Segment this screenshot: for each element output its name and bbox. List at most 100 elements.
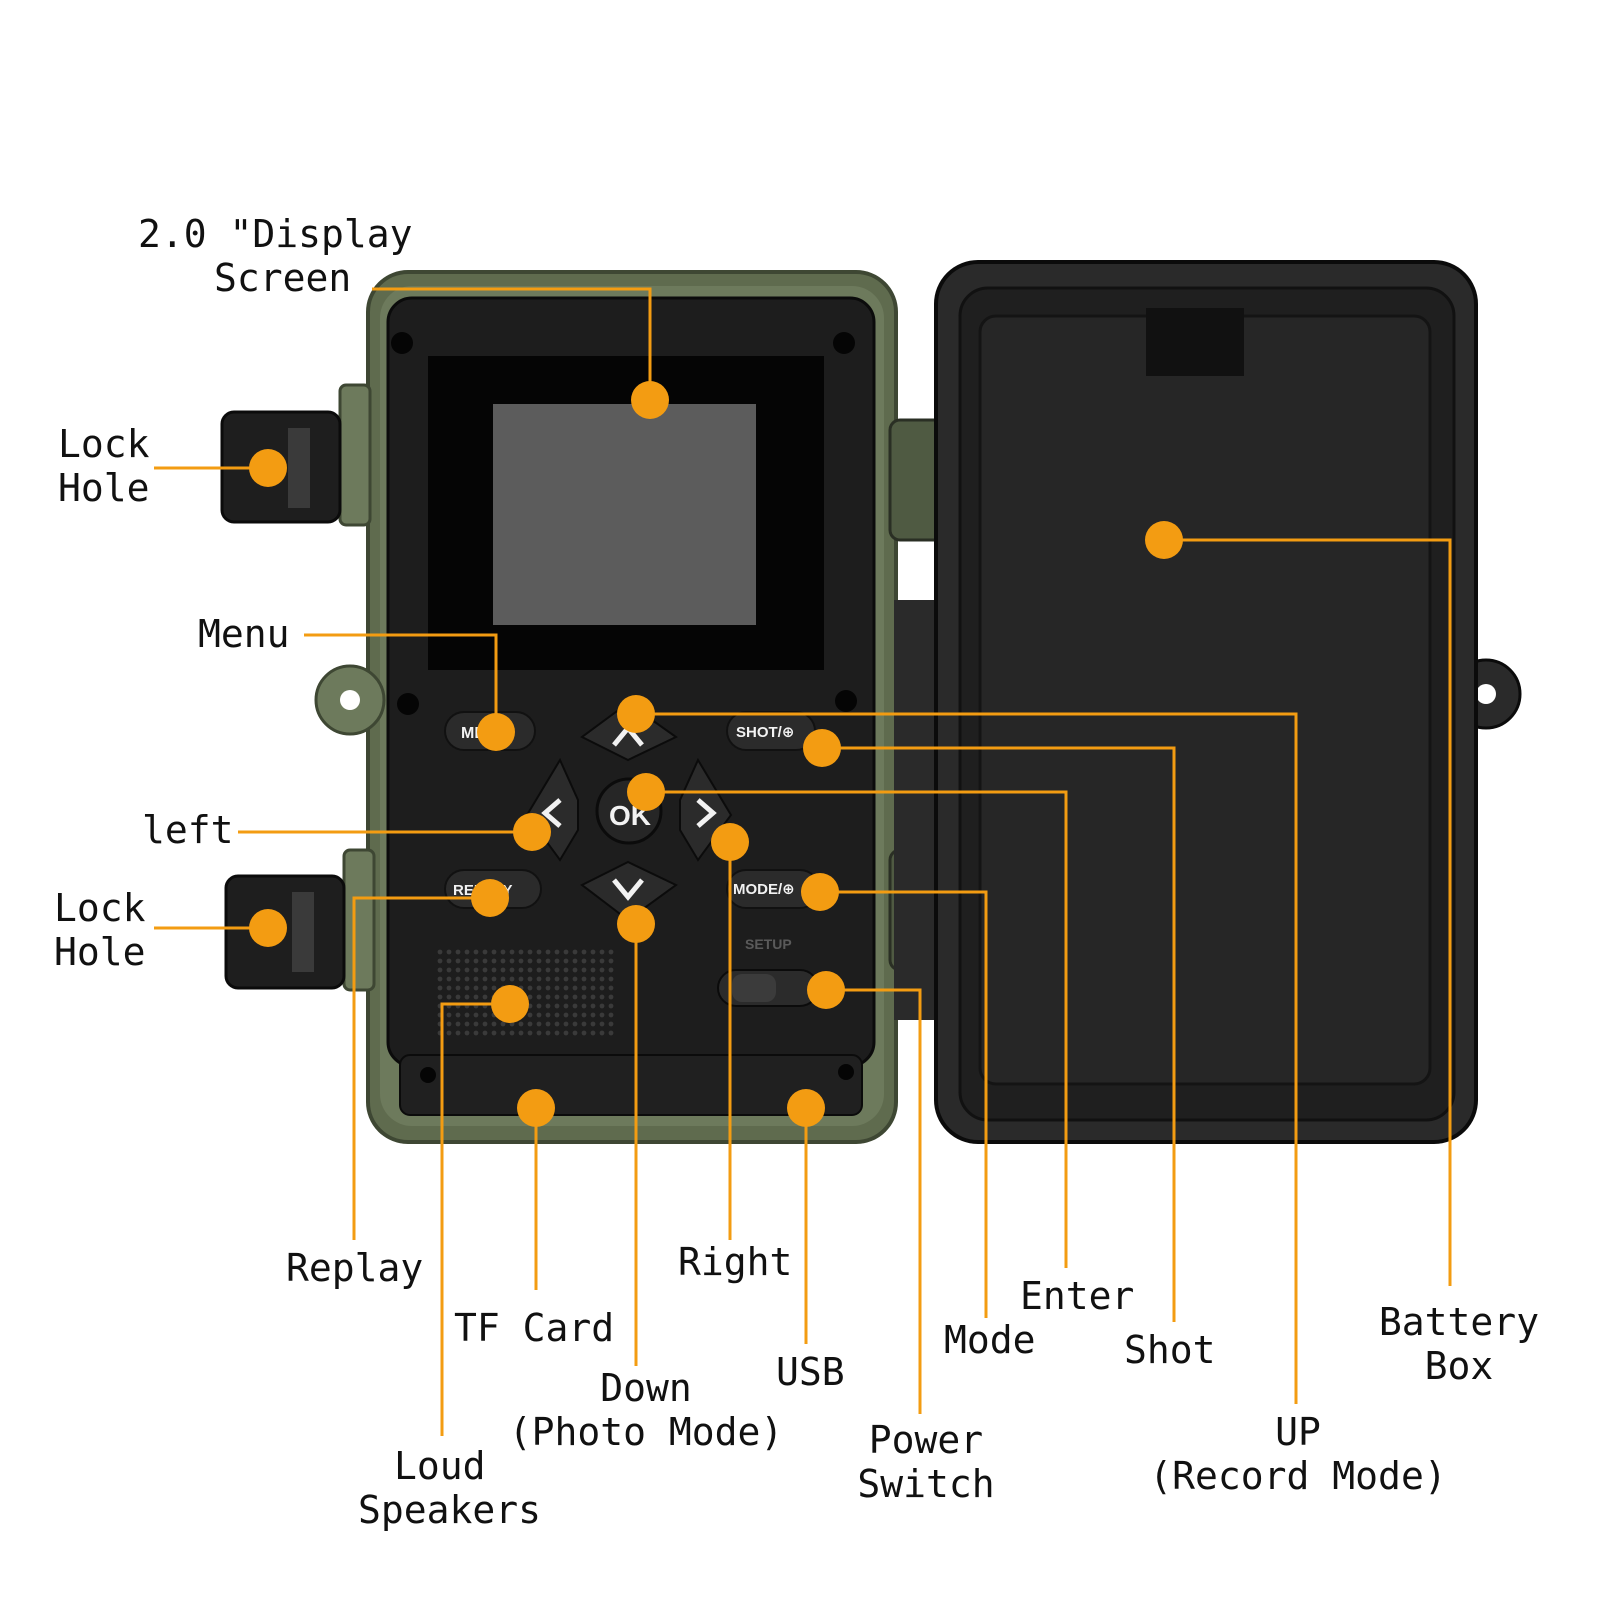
speaker-hole <box>527 994 533 1000</box>
battery-box <box>978 314 1432 1086</box>
marker-shot <box>803 729 841 767</box>
marker-loud-speakers <box>491 985 529 1023</box>
speaker-hole <box>536 994 542 1000</box>
speaker-hole <box>527 985 533 991</box>
speaker-hole <box>554 985 560 991</box>
leader-display <box>372 287 652 400</box>
speaker-hole <box>545 1021 551 1027</box>
speaker-hole <box>581 1012 587 1018</box>
speaker-hole <box>446 1012 452 1018</box>
marker-down <box>617 905 655 943</box>
leader-replay <box>352 896 490 1240</box>
label-loud-speakers: Loud Speakers <box>358 1444 542 1532</box>
speaker-hole <box>581 994 587 1000</box>
marker-usb <box>787 1089 825 1127</box>
speaker-hole <box>536 976 542 982</box>
speaker-hole <box>491 1030 497 1036</box>
speaker-hole <box>554 994 560 1000</box>
leader-shot <box>822 746 1176 1322</box>
speaker-hole <box>527 958 533 964</box>
speaker-hole <box>608 949 614 955</box>
speaker-hole <box>599 958 605 964</box>
label-usb: USB <box>776 1350 845 1394</box>
speaker-hole <box>464 967 470 973</box>
speaker-hole <box>473 958 479 964</box>
speaker-hole <box>464 1012 470 1018</box>
speaker-hole <box>482 1021 488 1027</box>
speaker-hole <box>464 976 470 982</box>
marker-display <box>631 381 669 419</box>
speaker-hole <box>572 1003 578 1009</box>
speaker-hole <box>608 976 614 982</box>
speaker-hole <box>518 976 524 982</box>
speaker-hole <box>509 949 515 955</box>
speaker-hole <box>563 1003 569 1009</box>
speaker-hole <box>545 949 551 955</box>
speaker-hole <box>473 1030 479 1036</box>
speaker-hole <box>563 994 569 1000</box>
speaker-hole <box>572 994 578 1000</box>
speaker-hole <box>590 967 596 973</box>
leader-enter <box>646 790 1068 1268</box>
marker-lock-top <box>249 449 287 487</box>
right-arrow-icon <box>696 798 717 828</box>
leader-battery-box <box>1164 538 1452 1286</box>
speaker-hole <box>500 958 506 964</box>
speaker-hole <box>581 985 587 991</box>
speaker-hole <box>500 949 506 955</box>
speaker-hole <box>608 1012 614 1018</box>
speaker-hole <box>473 967 479 973</box>
speaker-hole <box>446 958 452 964</box>
label-left: left <box>142 808 234 852</box>
speaker-hole <box>563 1030 569 1036</box>
marker-right <box>711 823 749 861</box>
speaker-hole <box>464 1030 470 1036</box>
speaker-hole <box>536 1030 542 1036</box>
speaker-hole <box>590 1003 596 1009</box>
speaker-hole <box>581 976 587 982</box>
speaker-hole <box>581 1021 587 1027</box>
speaker-hole <box>509 976 515 982</box>
speaker-hole <box>590 949 596 955</box>
speaker-hole <box>437 967 443 973</box>
leader-up <box>640 712 1298 1404</box>
speaker-hole <box>572 1030 578 1036</box>
speaker-hole <box>446 976 452 982</box>
speaker-hole <box>491 985 497 991</box>
speaker-hole <box>455 994 461 1000</box>
speaker-hole <box>446 949 452 955</box>
speaker-hole <box>608 958 614 964</box>
speaker-hole <box>590 976 596 982</box>
marker-tf-card <box>517 1089 555 1127</box>
mode-button-label: MODE/⊕ <box>733 881 795 898</box>
speaker-hole <box>572 949 578 955</box>
label-tf-card: TF Card <box>454 1306 615 1350</box>
speaker-hole <box>545 958 551 964</box>
speaker-hole <box>482 1030 488 1036</box>
speaker-hole <box>464 985 470 991</box>
speaker-hole <box>464 958 470 964</box>
speaker-hole <box>554 1003 560 1009</box>
right-button[interactable] <box>679 757 733 862</box>
speaker-hole <box>608 967 614 973</box>
speaker-hole <box>482 967 488 973</box>
speaker-hole <box>599 1003 605 1009</box>
speaker-hole <box>482 985 488 991</box>
speaker-hole <box>554 949 560 955</box>
label-power-switch: Power Switch <box>857 1418 995 1506</box>
label-replay: Replay <box>286 1246 424 1290</box>
speaker-hole <box>554 967 560 973</box>
speaker-hole <box>464 1021 470 1027</box>
label-right: Right <box>678 1240 793 1284</box>
speaker-hole <box>536 958 542 964</box>
speaker-grille <box>437 949 614 1036</box>
speaker-hole <box>545 1003 551 1009</box>
down-button[interactable] <box>580 860 678 922</box>
speaker-hole <box>500 967 506 973</box>
speaker-hole <box>455 1012 461 1018</box>
speaker-hole <box>509 967 515 973</box>
speaker-hole <box>464 994 470 1000</box>
speaker-hole <box>491 958 497 964</box>
left-button[interactable] <box>525 757 579 862</box>
leader-power-switch <box>826 988 922 1414</box>
